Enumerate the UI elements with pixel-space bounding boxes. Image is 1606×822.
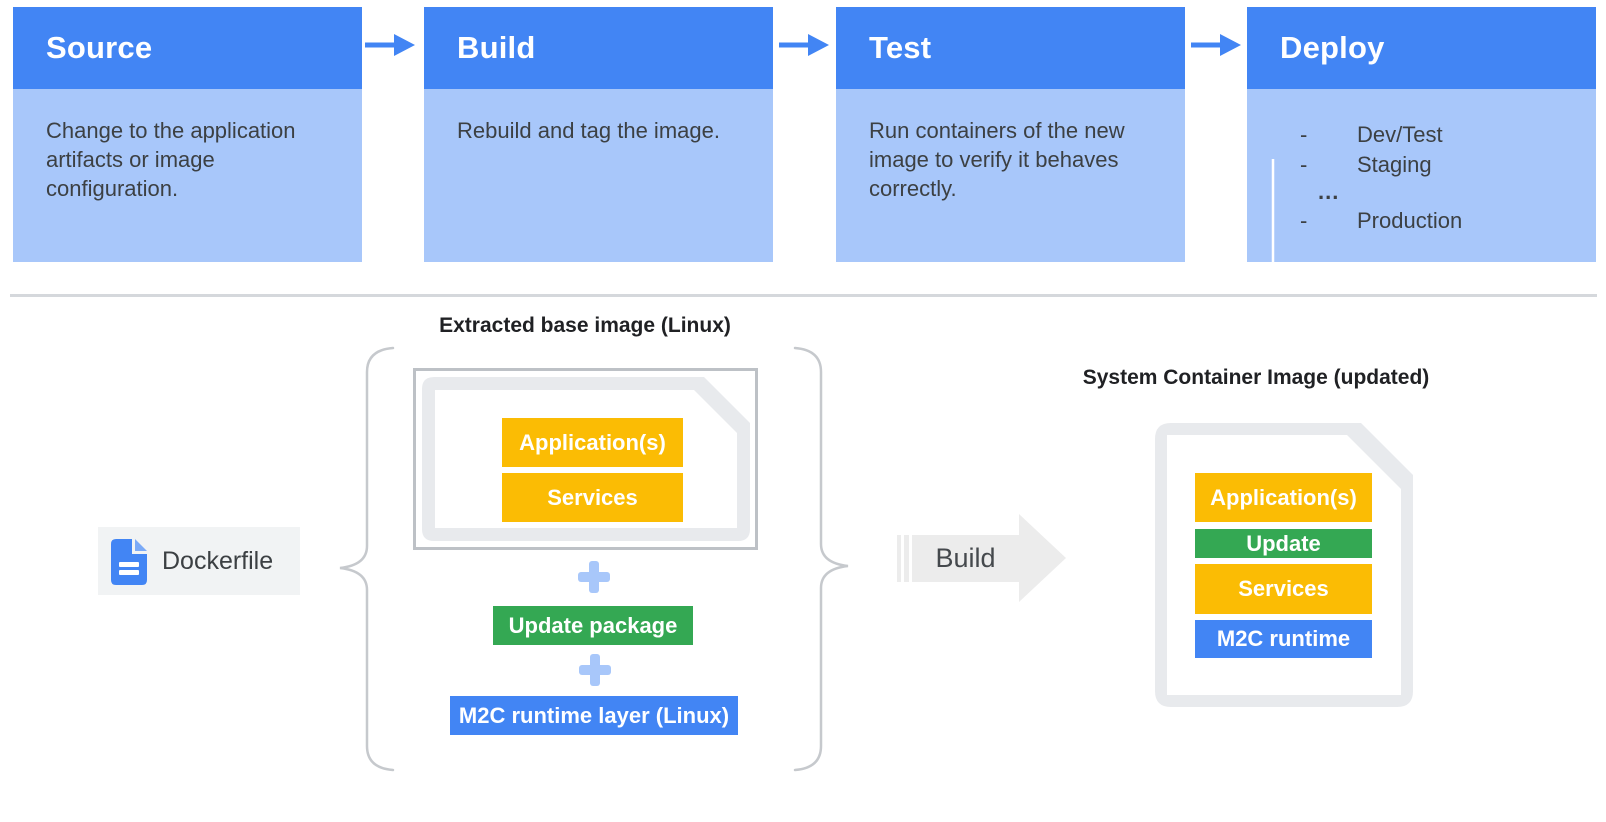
stage-deploy-body: - Dev/Test - Staging ... - Production (1247, 89, 1596, 317)
base-layer-services: Services (502, 473, 683, 522)
result-layer-m2c-runtime: M2C runtime (1195, 620, 1372, 658)
dockerfile-icon (111, 538, 147, 585)
flow-arrow-icon (365, 34, 415, 56)
deploy-bullet: - (1300, 152, 1308, 177)
deploy-target-row: - Dev/Test (1300, 120, 1443, 149)
build-arrow: Build (893, 508, 1073, 604)
base-image-title: Extracted base image (Linux) (439, 314, 731, 337)
deploy-ellipsis: ... (1318, 179, 1340, 204)
deploy-sequence-arrow-icon (1267, 159, 1279, 317)
stage-source-description: Change to the application artifacts or i… (13, 89, 362, 262)
build-arrow-label: Build (935, 543, 996, 573)
build-arrow-icon (897, 514, 1066, 602)
result-layer-services: Services (1195, 564, 1372, 614)
stage-build: Build Rebuild and tag the image. (424, 7, 773, 262)
deploy-bullet: - (1300, 122, 1308, 147)
deploy-target-production: Production (1357, 208, 1463, 233)
deploy-bullet: - (1300, 208, 1308, 233)
stage-deploy: Deploy - Dev/Test - Staging ... - Produc… (1247, 7, 1596, 317)
base-layer-applications: Application(s) (502, 418, 683, 467)
section-divider (10, 294, 1597, 297)
stage-test-description: Run containers of the new image to verif… (836, 89, 1185, 262)
deploy-target-staging: Staging (1357, 152, 1432, 177)
stage-source: Source Change to the application artifac… (13, 7, 362, 262)
right-brace-icon (793, 346, 849, 772)
runtime-layer-bar: M2C runtime layer (Linux) (450, 696, 738, 735)
dockerfile-label: Dockerfile (162, 546, 274, 575)
stage-test-title: Test (836, 7, 1185, 89)
result-layer-update: Update (1195, 529, 1372, 558)
plus-icon (579, 654, 611, 686)
deploy-target-row: - Production (1300, 206, 1462, 235)
result-image-title: System Container Image (updated) (1082, 366, 1430, 389)
flow-arrow-icon (779, 34, 829, 56)
dockerfile-chip: Dockerfile (98, 527, 300, 595)
result-layer-applications: Application(s) (1195, 473, 1372, 522)
stage-build-title: Build (424, 7, 773, 89)
stage-build-description: Rebuild and tag the image. (424, 89, 773, 262)
deploy-target-row: - Staging (1300, 150, 1432, 179)
stage-source-title: Source (13, 7, 362, 89)
plus-icon (578, 561, 610, 593)
deploy-target-devtest: Dev/Test (1357, 122, 1443, 147)
stage-test: Test Run containers of the new image to … (836, 7, 1185, 262)
stage-deploy-title: Deploy (1247, 7, 1596, 89)
left-brace-icon (339, 346, 395, 772)
update-package-bar: Update package (493, 606, 693, 645)
flow-arrow-icon (1191, 34, 1241, 56)
